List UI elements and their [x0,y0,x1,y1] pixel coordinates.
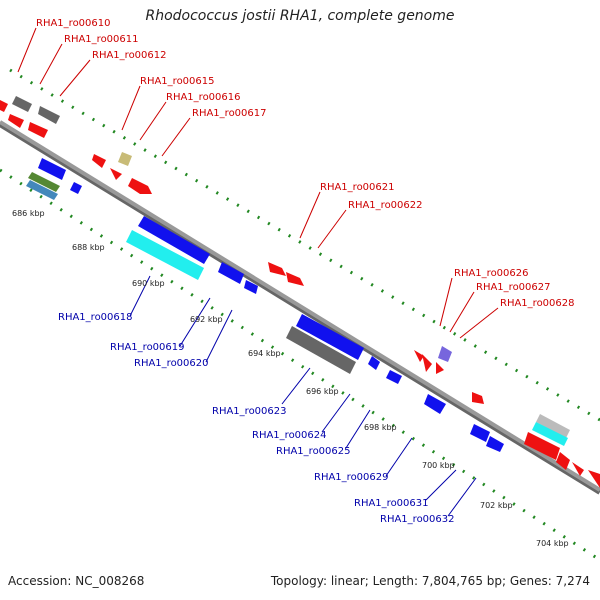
accession-text: Accession: NC_008268 [8,574,145,588]
label-line [449,291,475,333]
gene-feature[interactable] [38,106,60,124]
gene-feature[interactable] [532,422,568,446]
map-title: Rhodococcus jostii RHA1, complete genome [145,8,455,24]
gene-label[interactable]: RHA1_ro00620 [134,358,209,369]
label-line [317,209,347,249]
gene-label[interactable]: RHA1_ro00625 [276,446,351,457]
gene-feature[interactable] [422,354,432,372]
label-line [59,59,91,97]
forward-gene-labels: RHA1_ro00610 RHA1_ro00611 RHA1_ro00612 R… [36,18,575,309]
gene-feature[interactable] [296,314,364,360]
gene-label[interactable]: RHA1_ro00623 [212,406,287,417]
gene-label[interactable]: RHA1_ro00621 [320,182,395,193]
gene-feature[interactable] [386,370,402,384]
gene-feature[interactable] [28,172,60,192]
tick-label: 688 kbp [72,243,105,252]
tick-label: 694 kbp [248,349,281,358]
label-line [385,437,413,477]
label-line [129,275,151,317]
gene-feature[interactable] [12,96,32,112]
tick-label: 686 kbp [12,209,45,218]
label-line [161,117,191,157]
gene-feature[interactable] [536,414,570,438]
tick-label: 698 kbp [364,423,397,432]
gene-feature[interactable] [118,152,132,166]
gene-label[interactable]: RHA1_ro00624 [252,430,327,441]
gene-feature[interactable] [524,432,560,460]
gene-label[interactable]: RHA1_ro00627 [476,282,551,293]
gene-feature[interactable] [472,392,484,404]
label-line [205,309,233,363]
label-line [17,27,37,73]
gene-feature[interactable] [26,180,58,200]
label-line [321,393,351,433]
gene-feature[interactable] [244,280,258,294]
gene-label[interactable]: RHA1_ro00628 [500,298,575,309]
label-line [179,297,211,347]
gene-layer [0,96,600,488]
label-line [299,191,321,239]
tick-label: 702 kbp [480,501,513,510]
gene-label[interactable]: RHA1_ro00617 [192,108,267,119]
label-lines [17,27,499,517]
gene-feature[interactable] [470,424,490,442]
label-line [447,477,477,517]
gene-feature[interactable] [486,436,504,452]
gene-feature[interactable] [92,154,106,168]
gene-label[interactable]: RHA1_ro00631 [354,498,429,509]
label-line [425,469,457,501]
gene-feature[interactable] [28,122,48,138]
label-line [139,101,167,141]
gene-label[interactable]: RHA1_ro00632 [380,514,455,525]
gene-label[interactable]: RHA1_ro00611 [64,34,139,45]
gene-feature[interactable] [70,182,82,194]
tick-label: 690 kbp [132,279,165,288]
tick-label: 700 kbp [422,461,455,470]
gene-label[interactable]: RHA1_ro00622 [348,200,423,211]
gene-feature[interactable] [424,394,446,414]
gene-feature[interactable] [368,356,380,370]
gene-label[interactable]: RHA1_ro00618 [58,312,133,323]
gene-label[interactable]: RHA1_ro00610 [36,18,111,29]
gene-label[interactable]: RHA1_ro00629 [314,472,389,483]
label-line [459,307,499,339]
gene-feature[interactable] [138,216,210,264]
tick-label: 704 kbp [536,539,569,548]
genome-backbone [0,120,600,495]
gene-feature[interactable] [286,272,304,286]
gene-label[interactable]: RHA1_ro00616 [166,92,241,103]
gene-feature[interactable] [588,470,600,488]
label-line [439,277,453,327]
backbone-line [0,120,600,492]
gene-feature[interactable] [438,346,452,362]
reverse-gene-labels: RHA1_ro00618 RHA1_ro00619 RHA1_ro00620 R… [58,312,455,525]
label-line [121,85,141,131]
gene-feature[interactable] [218,262,244,284]
gene-label[interactable]: RHA1_ro00612 [92,50,167,61]
gene-feature[interactable] [286,326,356,374]
gene-feature[interactable] [128,178,152,194]
gene-feature[interactable] [268,262,286,276]
tick-label: 692 kbp [190,315,223,324]
label-line [281,367,311,405]
gene-feature[interactable] [8,114,24,128]
gene-feature[interactable] [38,158,66,180]
position-ticks: 686 kbp 688 kbp 690 kbp 692 kbp 694 kbp … [12,209,569,548]
gene-label[interactable]: RHA1_ro00626 [454,268,529,279]
gene-feature[interactable] [0,100,8,112]
tick-label: 696 kbp [306,387,339,396]
gene-feature[interactable] [126,230,204,280]
gene-feature[interactable] [572,462,584,476]
gene-label[interactable]: RHA1_ro00615 [140,76,215,87]
gene-label[interactable]: RHA1_ro00619 [110,342,185,353]
gene-feature[interactable] [414,350,424,362]
gene-feature[interactable] [110,168,122,180]
label-line [345,409,371,449]
genome-summary: Topology: linear; Length: 7,804,765 bp; … [270,574,590,588]
gene-feature[interactable] [556,452,570,470]
gene-feature[interactable] [436,362,444,374]
label-line [39,43,63,85]
